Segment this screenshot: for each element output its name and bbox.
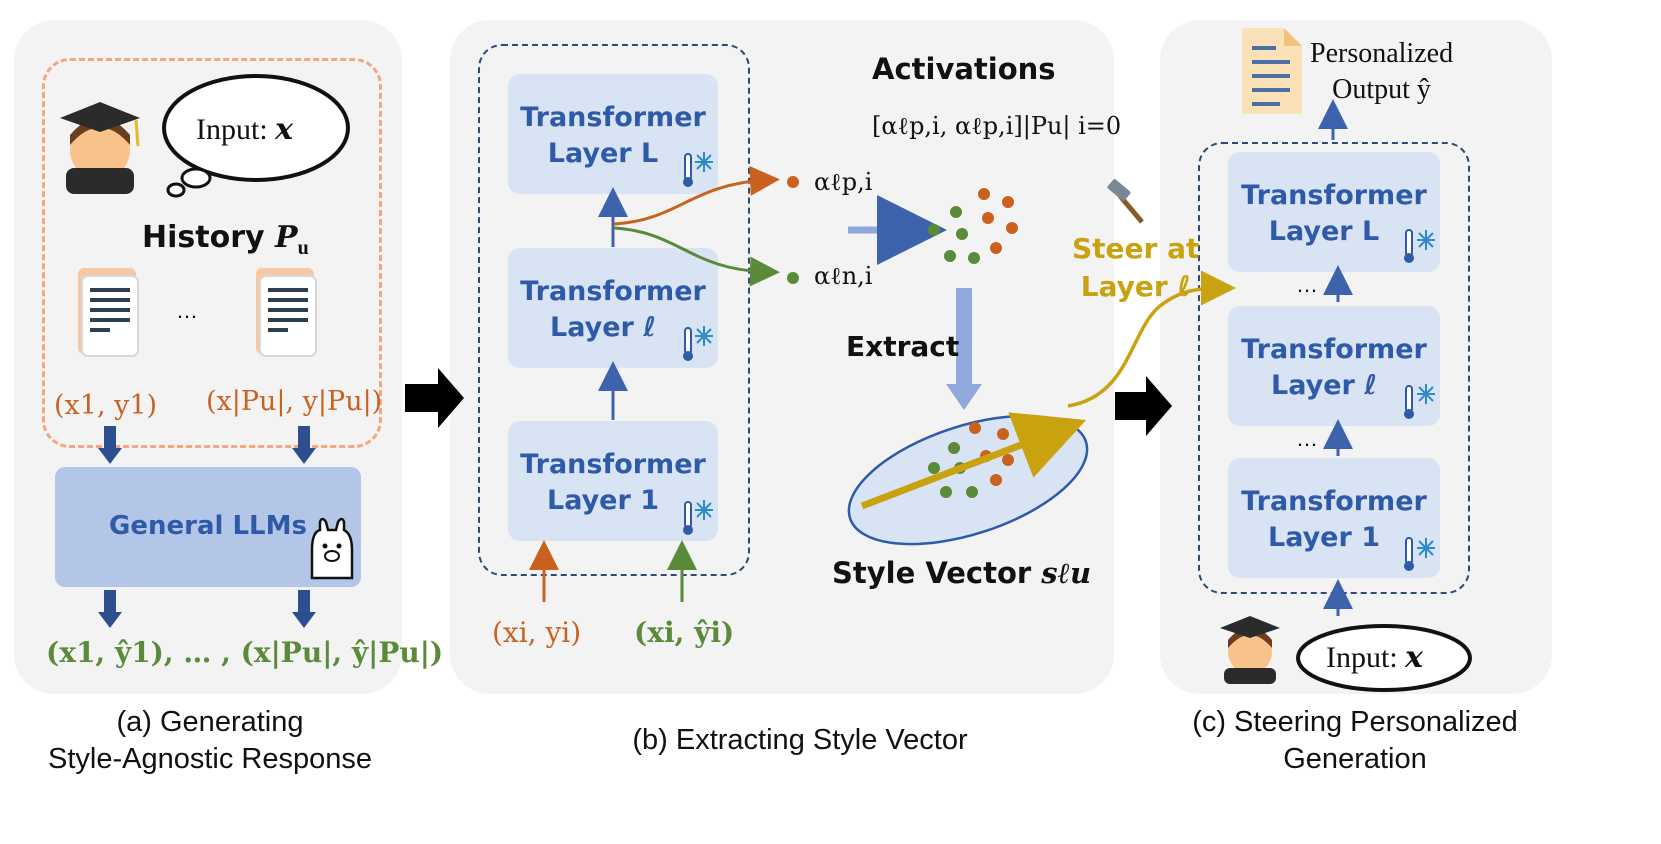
thought-cloud-a: [162, 74, 350, 198]
thought-cloud-c: [1296, 624, 1472, 692]
transformer-layer-1-c: Transformer Layer 1: [1228, 458, 1440, 578]
history-title: History Pu: [142, 220, 309, 260]
history-label: History: [142, 220, 275, 255]
alpha-pos-label: αℓp,i: [814, 168, 873, 196]
arrows-from-llm: [98, 590, 316, 628]
caption-a-line1: (a) Generating: [116, 706, 304, 738]
model-box-b: [478, 44, 750, 576]
student-icon: [1220, 616, 1280, 684]
caption-a: (a) Generating Style-Agnostic Response: [20, 704, 400, 778]
document-icon: [78, 268, 139, 357]
pair-last: (x|Pu|, y|Pu|): [206, 386, 383, 417]
thermometer-icon: [683, 153, 693, 535]
document-icon: [256, 268, 317, 357]
steer-line2: Layer ℓ: [1080, 270, 1191, 303]
output-pairs: (x1, ŷ1), … , (x|Pu|, ŷ|Pu|): [46, 636, 444, 669]
style-vector-ellipse: [847, 412, 1089, 546]
layer-subtitle: Layer L: [547, 138, 659, 169]
general-llms-box: General LLMs: [55, 467, 361, 587]
style-vector-title: Style Vector sℓu: [832, 556, 1091, 591]
hammer-icon: [1107, 179, 1144, 224]
style-vector-var: sℓu: [1041, 556, 1092, 590]
output-document-icon: [1242, 28, 1302, 114]
caption-b: (b) Extracting Style Vector: [632, 724, 968, 756]
input-neg-label: (xi, ŷi): [634, 616, 735, 649]
layer-subtitle: Layer L: [1268, 216, 1380, 247]
input-pos-label: (xi, yi): [492, 616, 582, 649]
snowflake-icon: [1417, 230, 1435, 558]
layer-subtitle: Layer 1: [1267, 522, 1380, 553]
layer-title: Transformer: [520, 449, 706, 480]
layer-title: Transformer: [520, 276, 706, 307]
activations-formula: [αℓp,i, αℓp,i]|Pu| i=0: [872, 112, 1122, 140]
history-ellipsis: …: [176, 298, 198, 323]
arrows-to-llm: [98, 426, 316, 464]
layer-title: Transformer: [1241, 334, 1427, 365]
steer-label: Steer at Layer ℓ: [1072, 230, 1199, 306]
input-text-a: Input: x: [196, 112, 293, 147]
history-box: [42, 58, 382, 448]
personalized-output-text: Personalized Output ŷ: [1310, 36, 1453, 108]
panel-arrow-bc: [1115, 376, 1172, 436]
caption-c: (c) Steering Personalized Generation: [1150, 704, 1560, 778]
alpha-neg-label: αℓn,i: [814, 262, 873, 290]
output-line2: Output ŷ: [1332, 74, 1431, 105]
layer-title: Transformer: [1241, 486, 1427, 517]
layer-subtitle: Layer ℓ: [550, 312, 656, 343]
output-line1: Personalized: [1310, 38, 1454, 69]
history-sub: u: [297, 237, 309, 259]
caption-a-line2: Style-Agnostic Response: [48, 743, 372, 775]
history-var: P: [275, 220, 298, 255]
caption-c-line2: Generation: [1283, 743, 1427, 775]
layer-title: Transformer: [1241, 180, 1427, 211]
transformer-layer-L-b: Transformer Layer L: [508, 74, 718, 194]
student-icon: [60, 102, 140, 194]
thermometer-icon: [1404, 229, 1414, 571]
input-var: x: [275, 112, 294, 147]
ellipsis-top-c: …: [1296, 272, 1318, 297]
layer-subtitle: Layer 1: [546, 485, 659, 516]
transformer-layer-l-b: Transformer Layer ℓ: [508, 248, 718, 368]
extract-label: Extract: [846, 330, 960, 363]
general-llms-label: General LLMs: [109, 511, 307, 541]
input-text-c: Input: x: [1326, 640, 1423, 675]
input-var: x: [1405, 640, 1424, 675]
pair-first: (x1, y1): [54, 390, 158, 421]
activation-scatter: [928, 188, 1018, 264]
input-label: Input:: [196, 113, 276, 146]
snowflake-icon: [695, 152, 713, 520]
layer-title: Transformer: [520, 102, 706, 133]
transformer-layer-L-c: Transformer Layer L: [1228, 152, 1440, 272]
style-vector-label: Style Vector: [832, 556, 1042, 590]
llama-icon: [310, 517, 354, 580]
ellipsis-bottom-c: …: [1296, 426, 1318, 451]
transformer-layer-l-c: Transformer Layer ℓ: [1228, 306, 1440, 426]
panel-arrow-ab: [405, 368, 464, 428]
caption-c-line1: (c) Steering Personalized: [1192, 706, 1518, 738]
steer-line1: Steer at: [1072, 232, 1200, 265]
activations-title: Activations: [872, 52, 1056, 86]
layer-subtitle: Layer ℓ: [1271, 370, 1377, 401]
transformer-layer-1-b: Transformer Layer 1: [508, 421, 718, 541]
input-label: Input:: [1326, 641, 1406, 674]
